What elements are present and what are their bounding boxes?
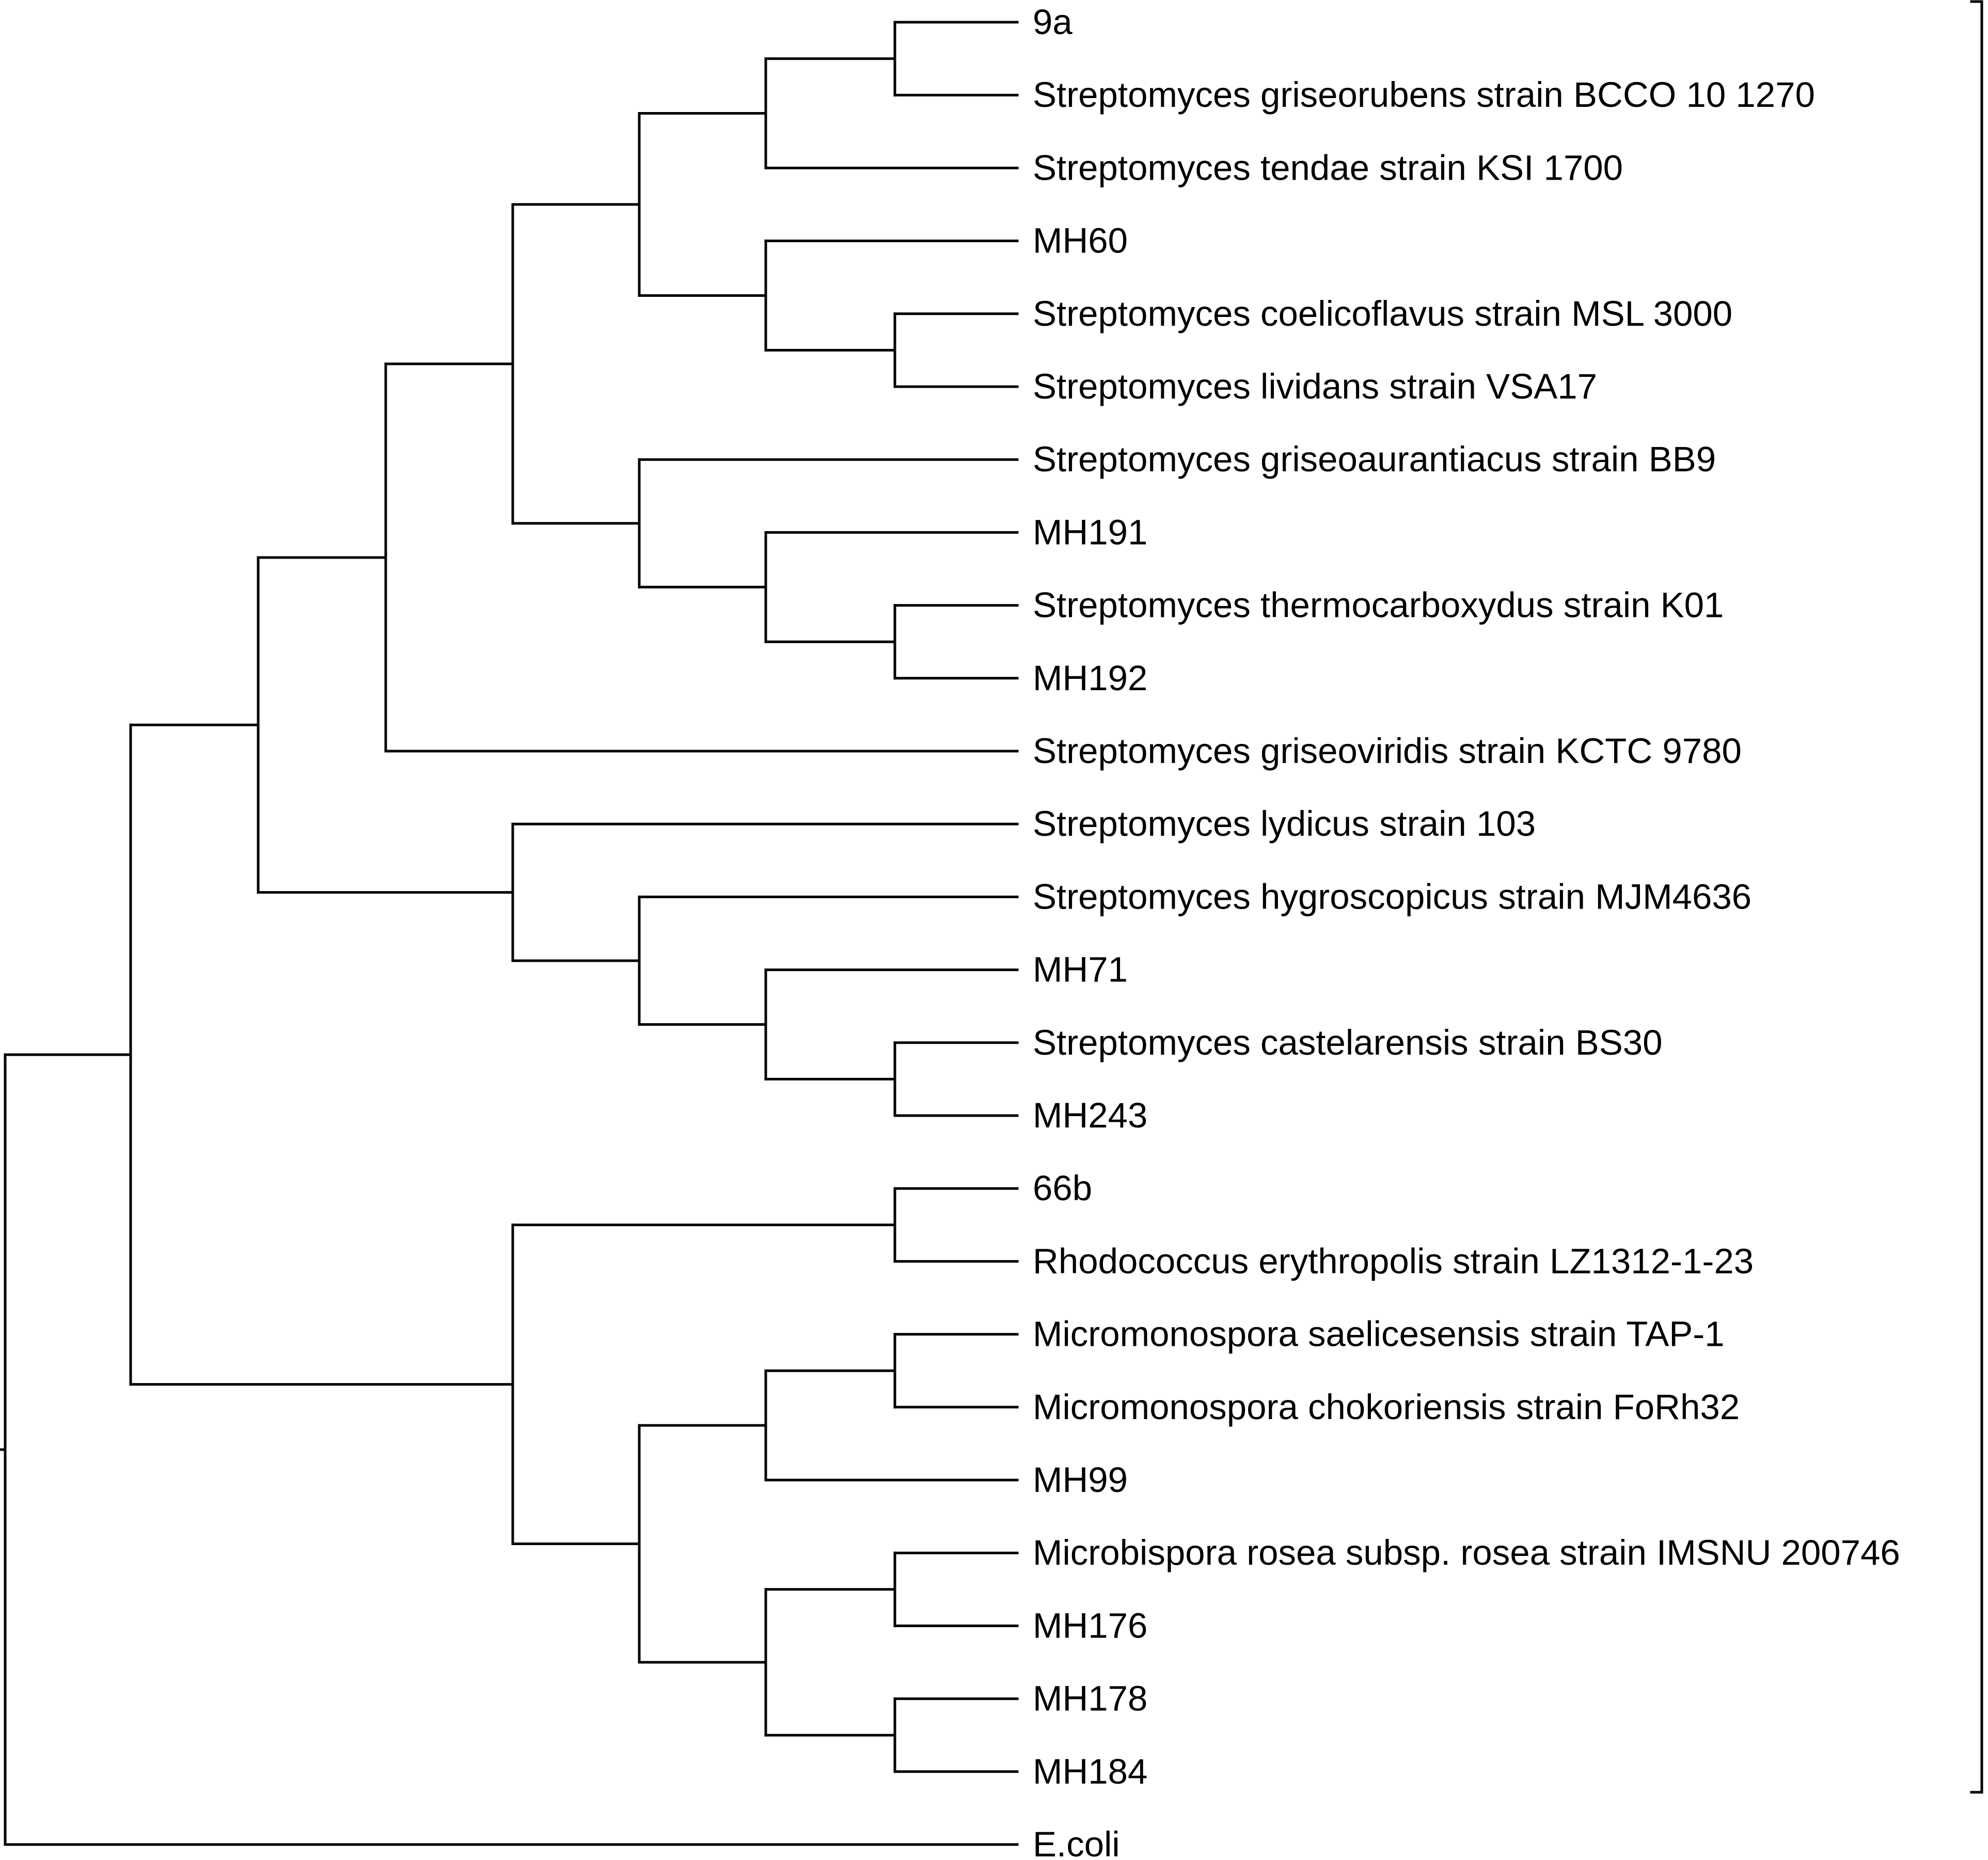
leaf-label: MH192 (1033, 658, 1147, 698)
leaf-label: Streptomyces griseoaurantiacus strain BB… (1033, 439, 1716, 479)
leaf-label: MH191 (1033, 512, 1147, 552)
leaf-label: Streptomyces coelicoflavus strain MSL 30… (1033, 294, 1732, 333)
leaf-label: Streptomyces castelarensis strain BS30 (1033, 1023, 1663, 1062)
leaf-label: MH243 (1033, 1095, 1147, 1135)
leaf-label: MH71 (1033, 950, 1128, 990)
leaf-label: Rhodococcus erythropolis strain LZ1312-1… (1033, 1241, 1754, 1281)
leaf-label: MH184 (1033, 1752, 1147, 1791)
leaf-label: Streptomyces lydicus strain 103 (1033, 804, 1536, 844)
leaf-label: Microbispora rosea subsp. rosea strain I… (1033, 1533, 1900, 1572)
leaf-label: MH178 (1033, 1679, 1147, 1719)
leaf-label: MH99 (1033, 1460, 1128, 1500)
leaf-label: Streptomyces tendae strain KSI 1700 (1033, 148, 1623, 187)
leaf-label: Micromonospora chokoriensis strain FoRh3… (1033, 1387, 1740, 1427)
leaf-label: Streptomyces hygroscopicus strain MJM463… (1033, 877, 1752, 916)
leaf-label: Micromonospora saelicesensis strain TAP-… (1033, 1314, 1725, 1354)
leaf-label: MH60 (1033, 221, 1128, 261)
leaf-label: Streptomyces lividans strain VSA17 (1033, 367, 1597, 406)
leaf-label: Streptomyces griseorubens strain BCCO 10… (1033, 75, 1815, 115)
leaf-label: Streptomyces thermocarboxydus strain K01 (1033, 585, 1724, 625)
leaf-label: MH176 (1033, 1605, 1147, 1645)
tree-branches (0, 21, 1019, 1846)
group-bracket (1970, 0, 1983, 1794)
leaf-label: 66b (1033, 1168, 1092, 1208)
leaf-label: 9a (1033, 2, 1072, 42)
leaf-label: E.coli (1033, 1824, 1120, 1860)
leaf-label: Streptomyces griseoviridis strain KCTC 9… (1033, 731, 1742, 771)
